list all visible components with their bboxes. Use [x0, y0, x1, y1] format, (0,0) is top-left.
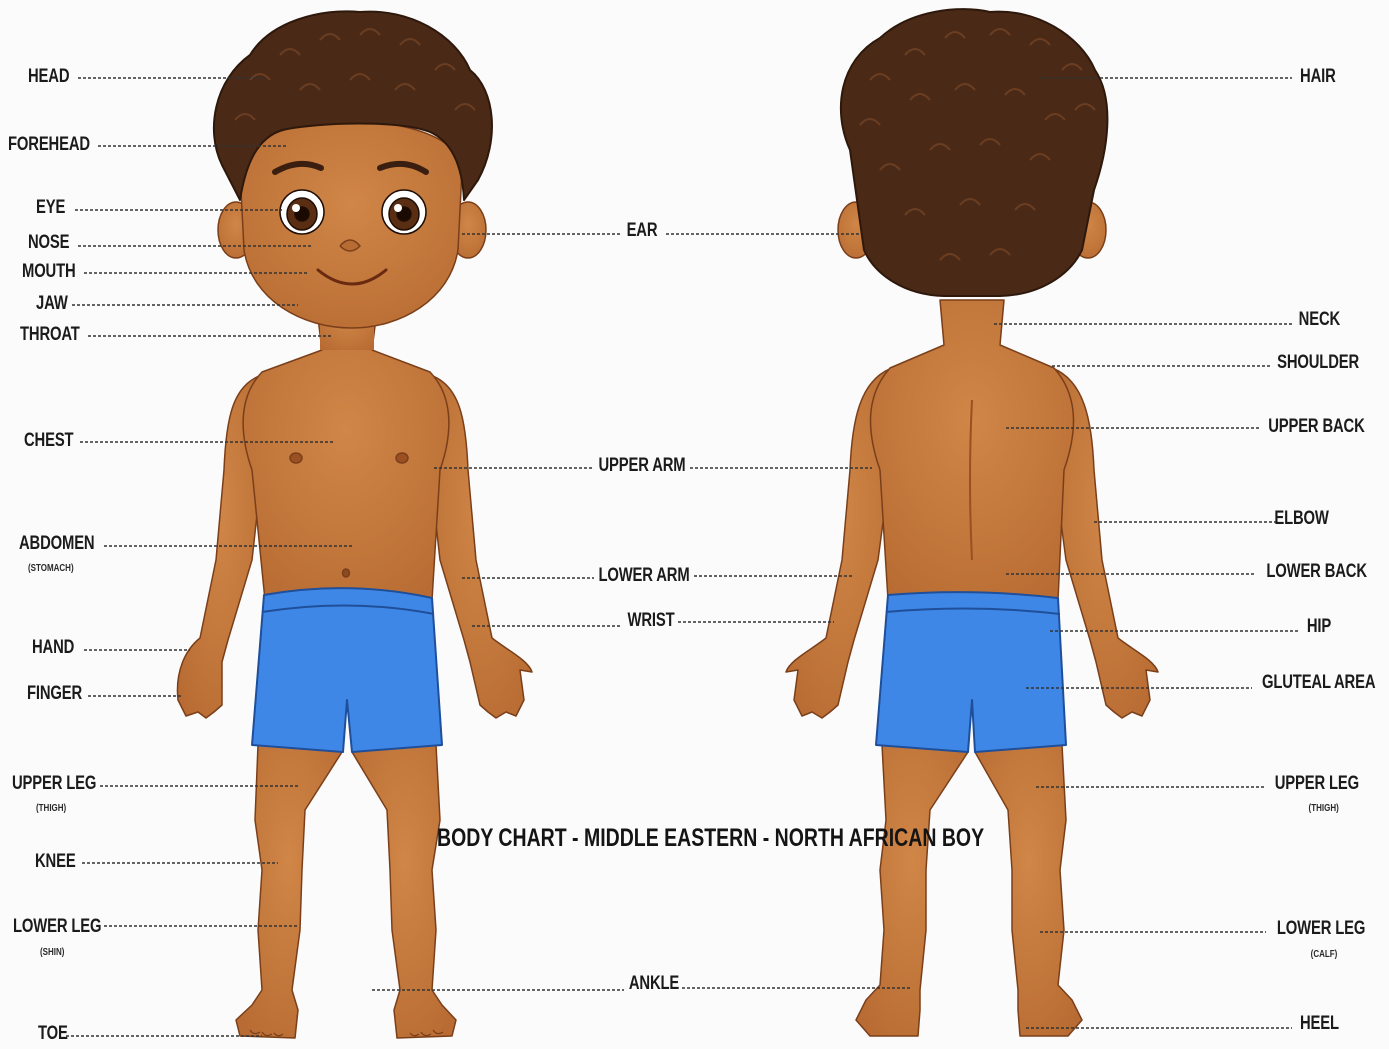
- label-jaw: JAW: [36, 293, 68, 315]
- label-nose: NOSE: [28, 232, 69, 254]
- back-left-leg: [856, 745, 968, 1036]
- back-hair: [841, 9, 1108, 296]
- front-torso: [243, 318, 449, 600]
- label-upper-arm: UPPER ARM: [595, 455, 689, 477]
- front-right-leg: [352, 745, 456, 1038]
- front-navel: [343, 569, 350, 577]
- label-ear: EAR: [614, 220, 670, 242]
- label-head: HEAD: [28, 66, 69, 88]
- label-lower-leg-front: LOWER LEG: [13, 916, 101, 938]
- label-hip: HIP: [1307, 616, 1331, 638]
- label-lower-leg-back: LOWER LEG: [1277, 918, 1365, 940]
- label-shoulder: SHOULDER: [1277, 352, 1359, 374]
- front-nipple-left: [290, 453, 302, 463]
- front-shorts: [252, 588, 442, 752]
- front-left-leg: [236, 745, 342, 1038]
- label-upper-leg-back: UPPER LEG: [1275, 773, 1359, 795]
- label-chest: CHEST: [24, 430, 73, 452]
- front-figure: [177, 11, 532, 1038]
- label-wrist: WRIST: [622, 610, 680, 632]
- label-gluteal-area: GLUTEAL AREA: [1262, 672, 1375, 694]
- label-hand: HAND: [32, 637, 74, 659]
- label-lower-leg-front-note: (SHIN): [40, 947, 64, 959]
- label-lower-back: LOWER BACK: [1266, 561, 1367, 583]
- label-abdomen-note: (STOMACH): [28, 563, 74, 575]
- label-eye: EYE: [36, 197, 65, 219]
- label-upper-leg-front-note: (THIGH): [36, 803, 66, 815]
- label-ankle: ANKLE: [623, 973, 685, 995]
- back-figure: [786, 9, 1158, 1036]
- label-lower-arm: LOWER ARM: [596, 565, 693, 587]
- label-elbow: ELBOW: [1275, 508, 1329, 530]
- label-abdomen: ABDOMEN: [19, 533, 94, 555]
- label-heel: HEEL: [1300, 1013, 1339, 1035]
- back-shorts: [876, 592, 1066, 752]
- label-upper-leg-front: UPPER LEG: [12, 773, 96, 795]
- label-lower-leg-back-note: (CALF): [1310, 949, 1337, 961]
- front-face: [240, 121, 462, 328]
- chart-title: BODY CHART - MIDDLE EASTERN - NORTH AFRI…: [437, 824, 984, 853]
- label-neck: NECK: [1299, 309, 1340, 331]
- back-right-leg: [975, 745, 1082, 1036]
- label-mouth: MOUTH: [22, 261, 76, 283]
- front-nipple-right: [396, 453, 408, 463]
- label-hair: HAIR: [1300, 66, 1336, 88]
- label-toe: TOE: [38, 1023, 68, 1045]
- label-finger: FINGER: [27, 683, 82, 705]
- label-forehead: FOREHEAD: [8, 134, 90, 156]
- label-throat: THROAT: [20, 324, 80, 346]
- label-upper-leg-back-note: (THIGH): [1309, 803, 1339, 815]
- label-knee: KNEE: [35, 851, 76, 873]
- label-upper-back: UPPER BACK: [1269, 416, 1365, 438]
